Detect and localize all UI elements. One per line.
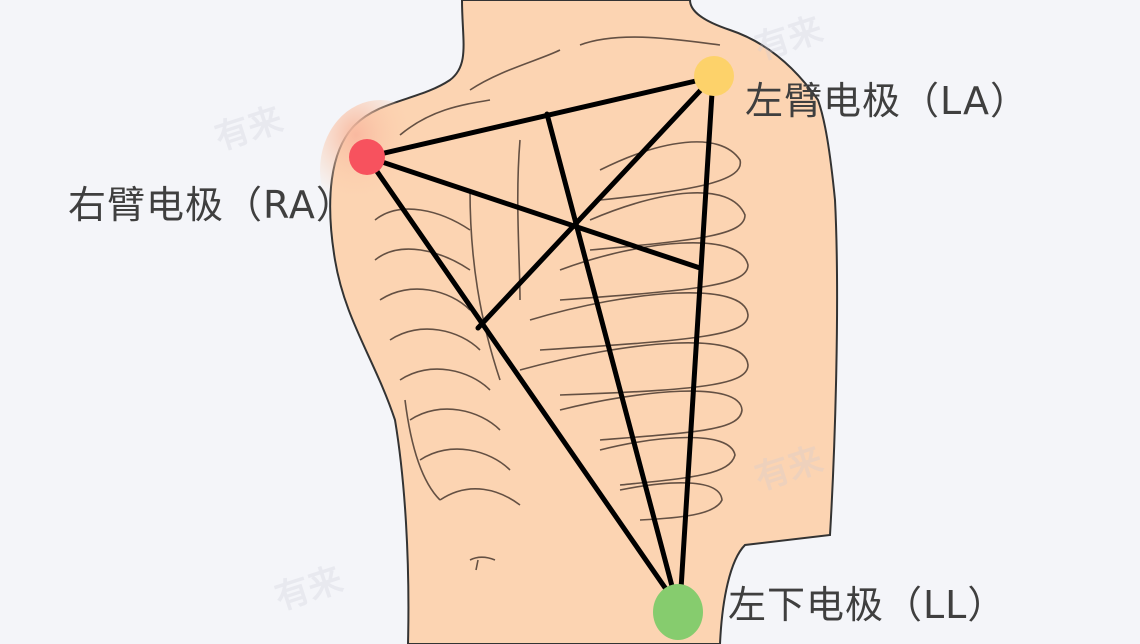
electrode-la	[694, 56, 734, 96]
lead-iii-line	[677, 74, 716, 608]
lead-i-line	[364, 74, 716, 160]
avr-axis-line	[364, 154, 703, 271]
electrode-ll	[653, 584, 703, 640]
label-ll: 左下电极（LL）	[728, 583, 1007, 627]
svg-text:有来: 有来	[750, 10, 827, 69]
svg-text:有来: 有来	[270, 560, 347, 619]
avl-axis-line	[475, 74, 716, 331]
lead-ii-line	[364, 154, 680, 608]
label-ra: 右臂电极（RA）	[68, 183, 355, 227]
watermark: 有来 有来 有来 有来	[210, 10, 827, 619]
avf-axis-line	[544, 111, 680, 608]
electrode-ra	[349, 139, 385, 175]
label-la: 左臂电极（LA）	[745, 79, 1030, 123]
lead-lines	[364, 74, 716, 608]
svg-text:有来: 有来	[210, 100, 287, 159]
ribcage-outline	[374, 36, 749, 571]
